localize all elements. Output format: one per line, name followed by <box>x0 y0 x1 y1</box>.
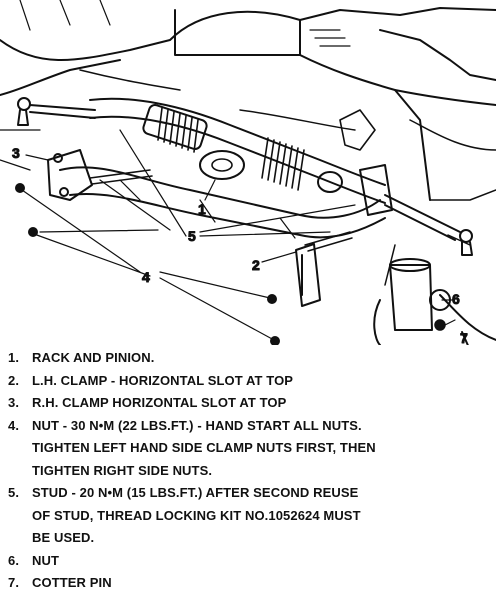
legend-item: 3. R.H. CLAMP HORIZONTAL SLOT AT TOP <box>8 392 492 415</box>
steering-assembly-diagram: 1 2 3 4 5 6 7 7 <box>0 0 496 345</box>
legend-item: 2. L.H. CLAMP - HORIZONTAL SLOT AT TOP <box>8 370 492 393</box>
callout-2: 2 <box>252 257 260 273</box>
callout-5: 5 <box>188 228 196 244</box>
legend-text: RACK AND PINION. <box>32 350 155 365</box>
strut-and-knuckle <box>373 234 496 345</box>
legend-number: 3. <box>8 395 20 410</box>
leader-lines <box>21 129 456 341</box>
legend-text: NUT - 30 N•m (22 LBS.FT.) - HAND START A… <box>32 417 362 433</box>
legend-text-continued: TIGHTEN RIGHT SIDE NUTS. <box>32 462 213 478</box>
legend-number: 2. <box>8 372 20 388</box>
legend-item: 6. NUT <box>8 550 492 573</box>
right-tie-rod <box>384 194 473 256</box>
parts-legend: 1. RACK AND PINION. 2. L.H. CLAMP - HORIZO… <box>8 347 492 595</box>
right-bellows-boot <box>261 137 305 191</box>
callout-1: 1 <box>198 201 206 217</box>
crossmember <box>59 166 386 239</box>
legend-number: 4. <box>8 417 20 433</box>
legend-item: 7. COTTER PIN <box>8 572 492 595</box>
legend-text: R.H. CLAMP HORIZONTAL SLOT AT TOP <box>32 395 287 410</box>
nut <box>267 294 277 304</box>
legend-item: 4. NUT - 30 N•m (22 LBS.FT.) - HAND START… <box>8 415 492 483</box>
studs <box>89 169 353 252</box>
callout-4: 4 <box>142 269 150 285</box>
legend-item: 5. STUD - 20 N•m (15 LBS.FT.) AFTER SECON… <box>8 482 492 550</box>
rh-clamp <box>47 149 93 201</box>
chassis-frame <box>0 0 496 201</box>
legend-text-continued: TIGHTEN LEFT HAND SIDE CLAMP NUTS FIRST,… <box>32 440 376 455</box>
callout-3: 3 <box>12 145 20 161</box>
callout-7-visible: 7 <box>460 330 468 345</box>
legend-number: 6. <box>8 552 20 568</box>
rack-and-pinion <box>89 97 386 204</box>
left-tie-rod <box>17 97 96 126</box>
legend-text: COTTER PIN <box>32 575 112 590</box>
legend-text: L.H. CLAMP - HORIZONTAL SLOT AT TOP <box>32 372 294 388</box>
lh-clamp <box>295 164 393 307</box>
legend-item: 1. RACK AND PINION. <box>8 347 492 370</box>
legend-number: 7. <box>8 575 20 590</box>
legend-text-continued: OF STUD, THREAD LOCKING KIT NO.1052624 M… <box>32 507 361 523</box>
left-bellows-boot <box>157 107 199 153</box>
callout-6: 6 <box>452 291 460 307</box>
legend-number: 1. <box>8 350 20 365</box>
legend-text: STUD - 20 N•m (15 LBS.FT.) AFTER SECOND … <box>32 485 359 500</box>
legend-text-continued: BE USED. <box>32 530 95 545</box>
legend-number: 5. <box>8 485 20 500</box>
nut <box>270 336 280 345</box>
legend-text: NUT <box>32 552 60 568</box>
